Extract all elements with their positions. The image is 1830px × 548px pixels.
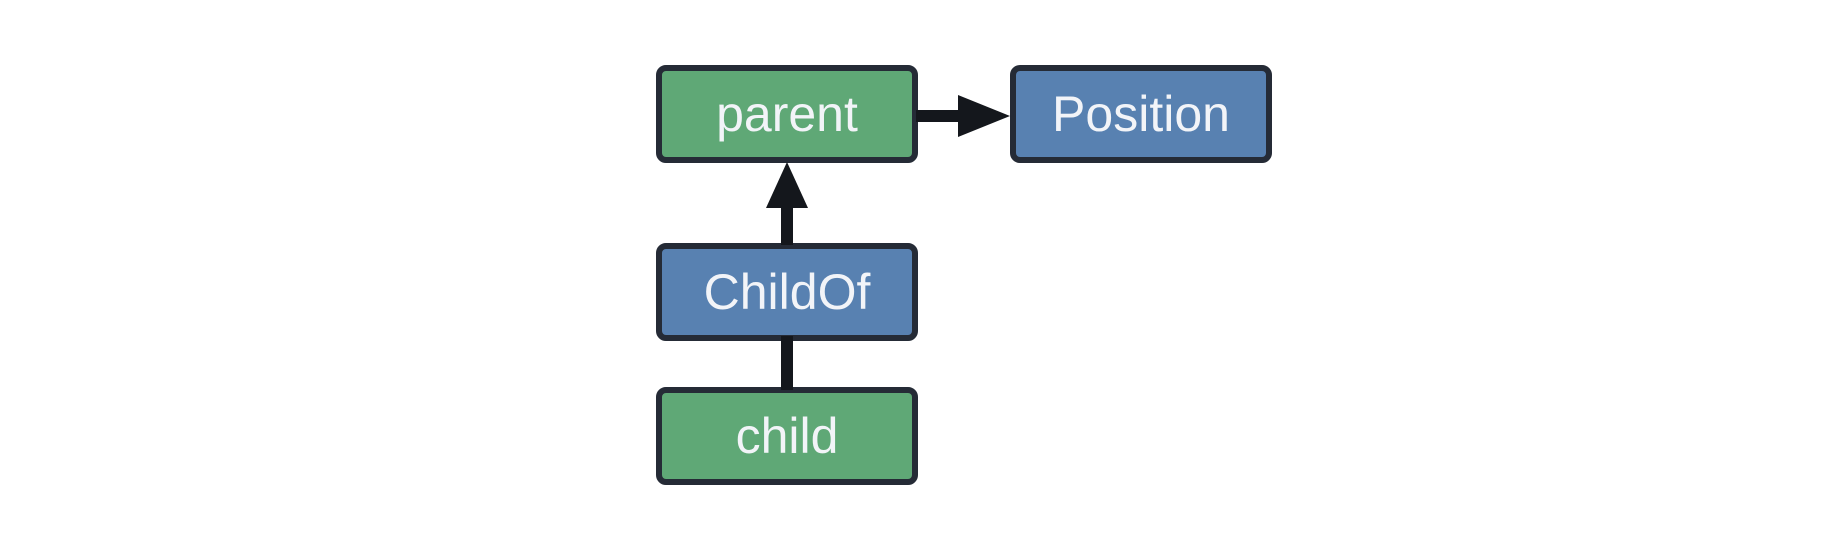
edge-child-childof-line bbox=[781, 336, 793, 390]
arrow-right-head-icon bbox=[958, 95, 1010, 137]
edge-childof-parent-shaft bbox=[781, 205, 793, 245]
node-parent-label: parent bbox=[716, 86, 858, 142]
node-position: Position bbox=[1010, 65, 1272, 163]
arrow-up-head-icon bbox=[766, 162, 808, 208]
node-childof-label: ChildOf bbox=[703, 264, 871, 320]
node-position-label: Position bbox=[1052, 86, 1230, 142]
node-child-label: child bbox=[735, 408, 839, 464]
edge-parent-position-shaft bbox=[916, 110, 962, 122]
node-parent: parent bbox=[656, 65, 918, 163]
node-child: child bbox=[656, 387, 918, 485]
node-childof: ChildOf bbox=[656, 243, 918, 341]
